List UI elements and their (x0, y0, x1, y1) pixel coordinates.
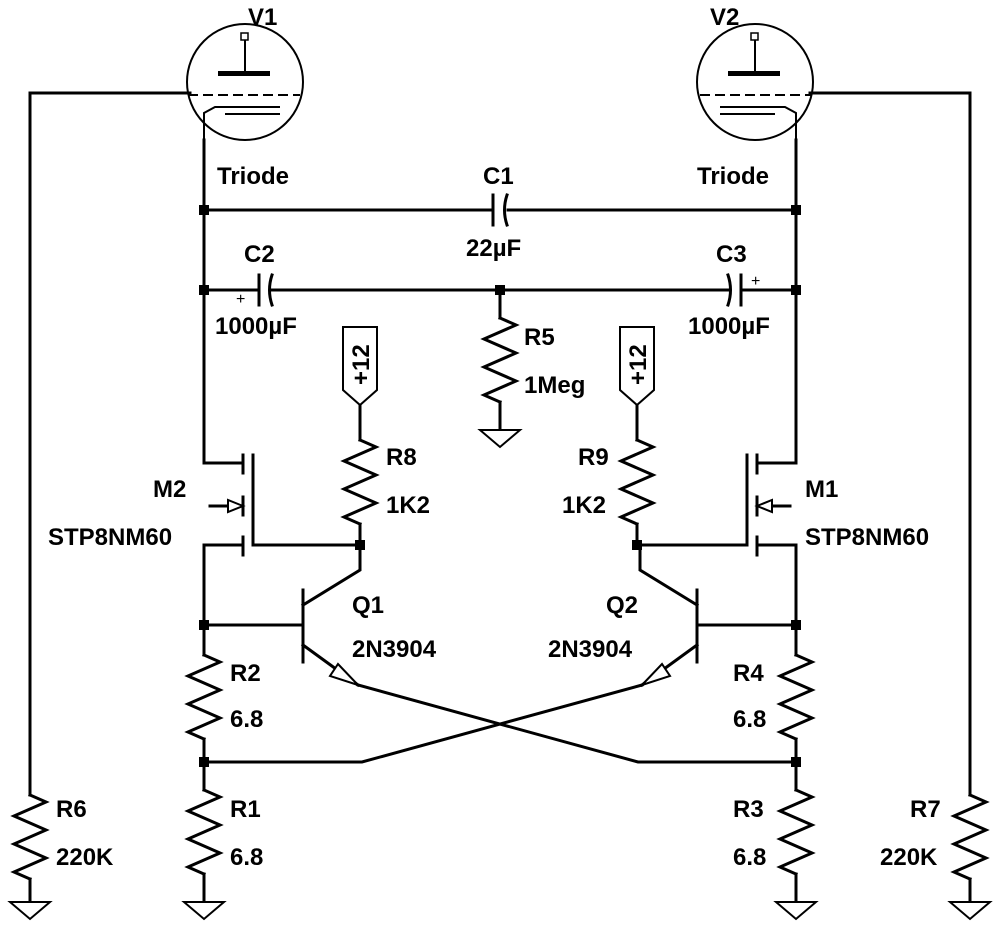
supply-left-label: +12 (348, 344, 375, 385)
r8-value: 1K2 (386, 492, 430, 519)
v2-ref: V2 (710, 4, 739, 31)
ground-r6 (7, 901, 53, 921)
capacitor-c2 (257, 273, 274, 307)
r7-value: 220K (880, 844, 938, 871)
m2-value: STP8NM60 (48, 524, 172, 551)
c3-ref: C3 (716, 241, 747, 268)
c3-polarity: + (751, 273, 760, 290)
r9-ref: R9 (578, 444, 609, 471)
r9-value: 1K2 (562, 492, 606, 519)
m2-ref: M2 (153, 476, 186, 503)
m1-value: STP8NM60 (805, 524, 929, 551)
ground-r3 (773, 901, 819, 921)
ground-r1 (181, 901, 227, 921)
wire-v1-grid (28, 91, 192, 797)
r1-value: 6.8 (230, 844, 263, 871)
m1-ref: M1 (805, 476, 838, 503)
mosfet-m1 (635, 453, 798, 627)
resistor-r7 (950, 793, 990, 881)
c3-value: 1000µF (688, 313, 770, 340)
c1-ref: C1 (483, 163, 514, 190)
wire-v2-grid (808, 91, 972, 797)
q1-value: 2N3904 (352, 636, 437, 663)
v2-value: Triode (697, 163, 769, 190)
r8-ref: R8 (386, 444, 417, 471)
supply-flag-left (342, 326, 378, 407)
junction-dots (199, 205, 801, 767)
resistor-r1 (184, 788, 224, 876)
q2-value: 2N3904 (548, 636, 633, 663)
ground-r7 (947, 901, 993, 921)
ground-r5 (477, 429, 523, 449)
triode-v1 (186, 23, 304, 141)
triode-v2 (696, 23, 814, 141)
resistor-r8 (340, 438, 380, 526)
r6-ref: R6 (56, 796, 87, 823)
resistor-r2 (184, 653, 224, 741)
q1-ref: Q1 (352, 592, 384, 619)
r6-value: 220K (56, 844, 114, 871)
r2-value: 6.8 (230, 706, 263, 733)
wire-q2-emitter-cross (202, 683, 644, 764)
supply-flag-right (619, 326, 655, 407)
c2-ref: C2 (244, 241, 275, 268)
r2-ref: R2 (230, 660, 261, 687)
capacitor-c1 (491, 193, 509, 227)
capacitor-c3 (726, 273, 743, 307)
c2-value: 1000µF (215, 313, 297, 340)
transistor-q1 (202, 543, 362, 688)
r4-value: 6.8 (733, 706, 766, 733)
c1-value: 22µF (466, 235, 521, 262)
resistor-r4 (776, 653, 816, 741)
r1-ref: R1 (230, 796, 261, 823)
q2-ref: Q2 (606, 592, 638, 619)
mosfet-m2 (202, 453, 362, 627)
resistor-r6 (10, 793, 50, 881)
r3-ref: R3 (733, 796, 764, 823)
r3-value: 6.8 (733, 844, 766, 871)
supply-right-label: +12 (625, 344, 652, 385)
v1-ref: V1 (248, 4, 277, 31)
v1-value: Triode (217, 163, 289, 190)
wire-q1-emitter-cross (356, 683, 798, 764)
r7-ref: R7 (910, 796, 941, 823)
c2-polarity: + (236, 291, 245, 308)
r5-value: 1Meg (524, 372, 585, 399)
resistor-r3 (776, 788, 816, 876)
resistor-r5 (480, 316, 520, 404)
resistor-r9 (617, 438, 657, 526)
transistor-q2 (638, 543, 798, 688)
r4-ref: R4 (733, 660, 764, 687)
r5-ref: R5 (524, 324, 555, 351)
